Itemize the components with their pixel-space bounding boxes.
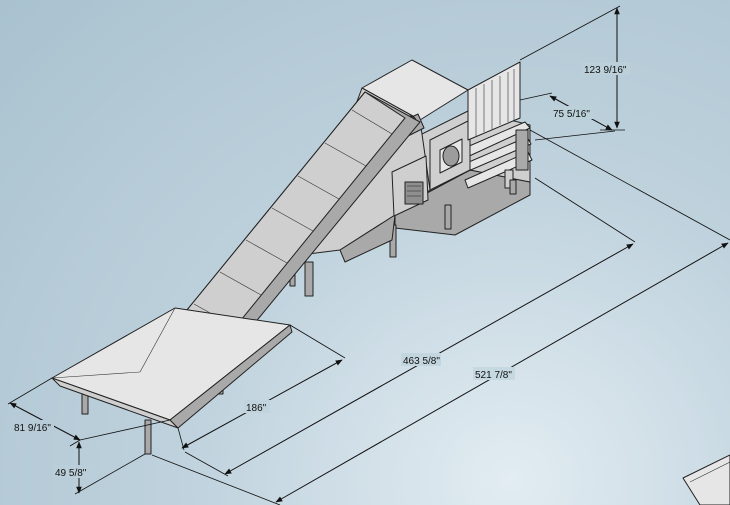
dim-hopper-depth: 75 5/16" — [553, 109, 590, 120]
dim-infeed-length: 186" — [246, 403, 267, 414]
dim-hopper-height: 123 9/16" — [584, 65, 627, 76]
dimension-lines — [7, 5, 730, 505]
dimension-labels: 123 9/16" 75 5/16" 463 5/8" 521 7/8" 186… — [12, 62, 630, 479]
dim-conveyor-length: 463 5/8" — [403, 356, 440, 367]
dim-infeed-width: 81 9/16" — [14, 423, 51, 434]
dim-infeed-height: 49 5/8" — [55, 468, 87, 479]
adjacent-equipment-corner — [682, 454, 730, 505]
dim-overall-length: 521 7/8" — [475, 370, 512, 381]
infeed-hopper — [51, 307, 293, 455]
